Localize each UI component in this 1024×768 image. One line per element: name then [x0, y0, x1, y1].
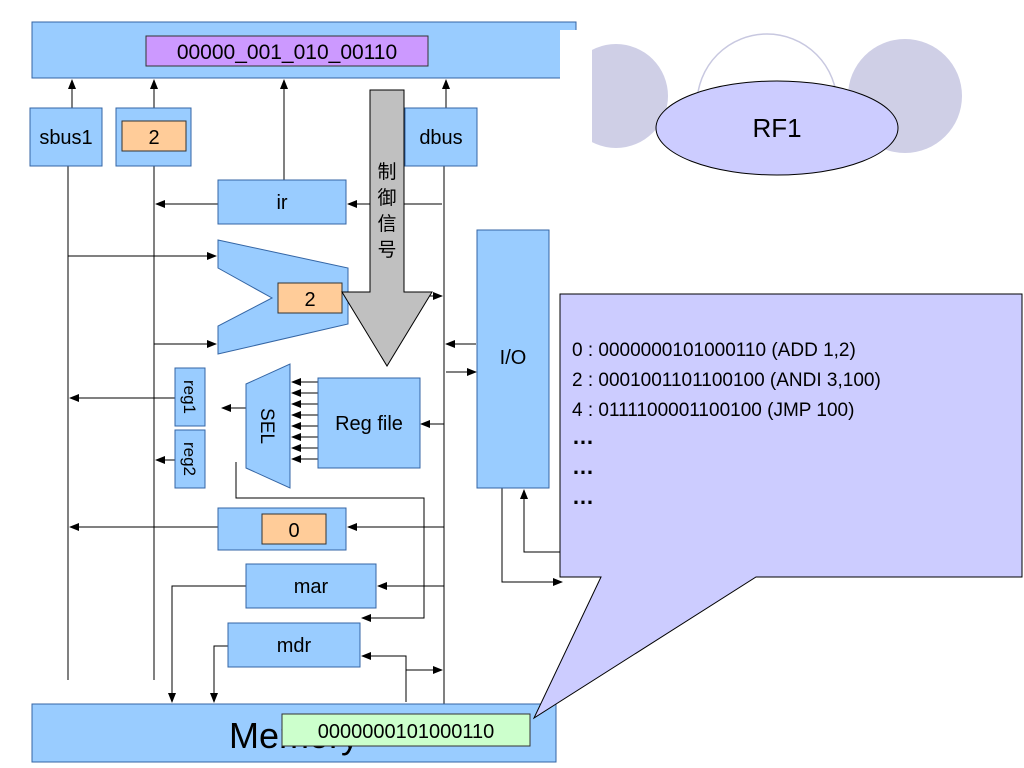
reg2-label: reg2	[180, 442, 199, 476]
io-box	[476, 229, 550, 489]
sbus1-label: sbus1	[39, 127, 92, 149]
dbus-box	[404, 107, 478, 167]
control-signal-char-1: 制	[377, 161, 396, 183]
rf1-label: RF1	[752, 113, 801, 143]
alu-value-box	[277, 282, 343, 314]
memory-value: 0000000101000110	[318, 721, 494, 743]
control-signal-char-4: 号	[377, 240, 396, 261]
sbus2-value-box	[121, 120, 187, 152]
program-callout	[532, 293, 1023, 720]
reg1-label: reg1	[180, 380, 199, 414]
ir-box	[217, 179, 347, 225]
dbus-label: dbus	[419, 127, 462, 149]
io-label: I/O	[500, 347, 527, 369]
sel-mux	[245, 363, 291, 489]
control-signal-char-2: 御	[377, 187, 396, 209]
reg1-box	[174, 367, 206, 427]
program-ellipsis-3: …	[572, 484, 594, 509]
control-signal-arrow	[341, 89, 433, 367]
mar-box	[245, 563, 377, 609]
zero-value: 0	[288, 520, 299, 542]
instruction-value-box	[145, 35, 429, 67]
rf1-ellipse	[655, 80, 899, 176]
program-ellipsis-1: …	[572, 424, 594, 449]
program-line-0: 0 : 0000000101000110 (ADD 1,2)	[572, 340, 856, 361]
reg2-box	[174, 429, 206, 489]
reg-file-label: Reg file	[335, 413, 403, 435]
wires	[67, 79, 563, 704]
mdr-label: mdr	[277, 635, 312, 657]
program-line-1: 2 : 0001001101100100 (ANDI 3,100)	[572, 370, 881, 391]
control-signal-char-3: 信	[377, 213, 396, 235]
program-line-2: 4 : 0111100001100100 (JMP 100)	[572, 400, 854, 421]
sbus2-value: 2	[148, 127, 159, 149]
alu-value: 2	[304, 289, 315, 311]
memory-value-box	[281, 713, 531, 747]
mar-label: mar	[294, 576, 329, 598]
sbus1-box	[29, 107, 103, 167]
mdr-box	[227, 622, 361, 668]
sel-label: SEL	[256, 408, 277, 444]
program-ellipsis-2: …	[572, 454, 594, 479]
reg-file-box	[317, 377, 421, 469]
instruction-value: 00000_001_010_00110	[177, 41, 397, 64]
ir-label: ir	[276, 192, 287, 214]
zero-value-box	[261, 513, 327, 545]
